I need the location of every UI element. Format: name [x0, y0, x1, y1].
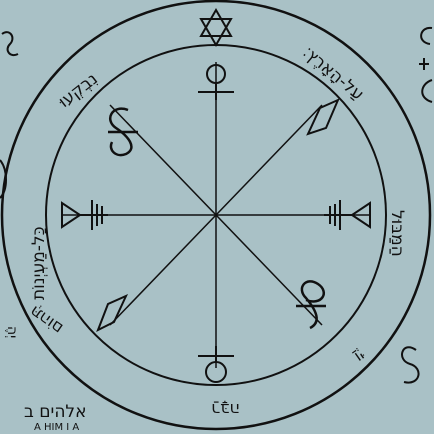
- inscription-bottom-right: וַיְּ: [351, 346, 370, 367]
- hexagram-icon: [201, 10, 231, 45]
- edge-fragment-left: [0, 32, 18, 198]
- inscription-bottom: רַבָּה: [211, 400, 240, 419]
- outside-text-left-bottom: אלהים ב: [24, 402, 86, 422]
- outside-text-left-middle: יְהֶ: [4, 326, 20, 338]
- cross-lines: [62, 62, 370, 368]
- edge-fragment-right: [402, 28, 432, 383]
- inscription-right: הַמַּבּוּל: [387, 210, 407, 257]
- inscription-bottom-left: תְּהוֹם: [26, 302, 66, 338]
- s-sigil-top-left: [108, 109, 138, 155]
- inscription-left: כָּל-מַעְיְנוֹת: [29, 226, 49, 300]
- diamond-sigil-top-right: [308, 100, 338, 134]
- s-sigil-bottom-right: [296, 281, 326, 328]
- inscription-top-left: נִבְקְעוּ: [54, 69, 102, 112]
- outside-text-left-bottom-small: A HIM I A: [34, 422, 79, 433]
